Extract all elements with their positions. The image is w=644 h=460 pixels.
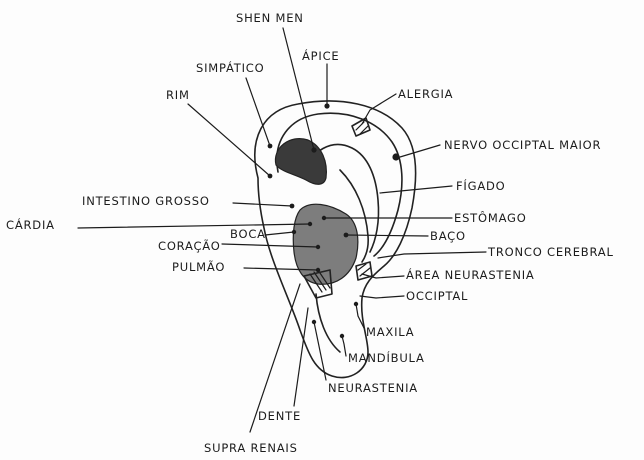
point-baco bbox=[344, 233, 349, 238]
point-coracao bbox=[316, 245, 320, 249]
label-boca: BOCA bbox=[230, 227, 266, 241]
label-simpatico: SIMPÁTICO bbox=[196, 60, 265, 75]
lead-mandibula bbox=[342, 336, 346, 356]
point-pulmao bbox=[316, 268, 320, 272]
label-supra-renais: SUPRA RENAIS bbox=[204, 441, 298, 455]
label-neurastenia: NEURASTENIA bbox=[328, 381, 418, 395]
lead-occiptal bbox=[360, 296, 404, 298]
label-nervo-occipital-maior: NERVO OCCIPTAL MAIOR bbox=[444, 138, 601, 152]
label-pulmao: PULMÃO bbox=[172, 259, 225, 274]
label-shen-men: SHEN MEN bbox=[236, 11, 304, 25]
lead-dente bbox=[294, 308, 308, 406]
label-area-neurastenia: ÁREA NEURASTENIA bbox=[406, 267, 535, 282]
triangular-fossa bbox=[275, 139, 326, 185]
point-rim bbox=[268, 174, 273, 179]
label-rim: RIM bbox=[166, 88, 190, 102]
label-apice: ÁPICE bbox=[302, 48, 340, 63]
label-estomago: ESTÔMAGO bbox=[454, 210, 527, 225]
lead-nervo bbox=[400, 145, 440, 157]
point-cardia bbox=[308, 222, 312, 226]
lead-intestino bbox=[233, 203, 292, 206]
lead-baco bbox=[346, 235, 428, 236]
point-nervo-occipital bbox=[392, 153, 399, 160]
lead-figado bbox=[380, 186, 452, 193]
label-intestino-grosso: INTESTINO GROSSO bbox=[82, 194, 210, 208]
label-figado: FÍGADO bbox=[456, 178, 506, 193]
label-alergia: ALERGIA bbox=[398, 87, 453, 101]
point-estomago bbox=[322, 216, 326, 220]
lead-cardia bbox=[78, 224, 310, 228]
point-boca bbox=[292, 230, 296, 234]
lead-shen-men bbox=[283, 28, 314, 150]
label-cardia: CÁRDIA bbox=[6, 217, 55, 232]
label-dente: DENTE bbox=[258, 409, 301, 423]
point-simpatico bbox=[268, 144, 273, 149]
concha bbox=[293, 204, 358, 284]
point-apice bbox=[324, 103, 329, 108]
label-baco: BAÇO bbox=[430, 229, 466, 243]
label-tronco-cerebral: TRONCO CEREBRAL bbox=[487, 245, 614, 259]
point-mandibula bbox=[340, 334, 344, 338]
label-occiptal: OCCIPTAL bbox=[406, 289, 468, 303]
label-maxila: MAXILA bbox=[366, 325, 414, 339]
point-maxila bbox=[354, 302, 358, 306]
label-mandibula: MANDÍBULA bbox=[348, 350, 425, 365]
label-coracao: CORAÇÃO bbox=[158, 238, 221, 253]
point-neurastenia bbox=[312, 320, 316, 324]
point-shen-men bbox=[311, 147, 316, 152]
point-intestino bbox=[290, 204, 295, 209]
lead-tronco bbox=[378, 252, 486, 258]
lead-boca bbox=[265, 232, 294, 235]
lead-rim bbox=[188, 104, 270, 176]
